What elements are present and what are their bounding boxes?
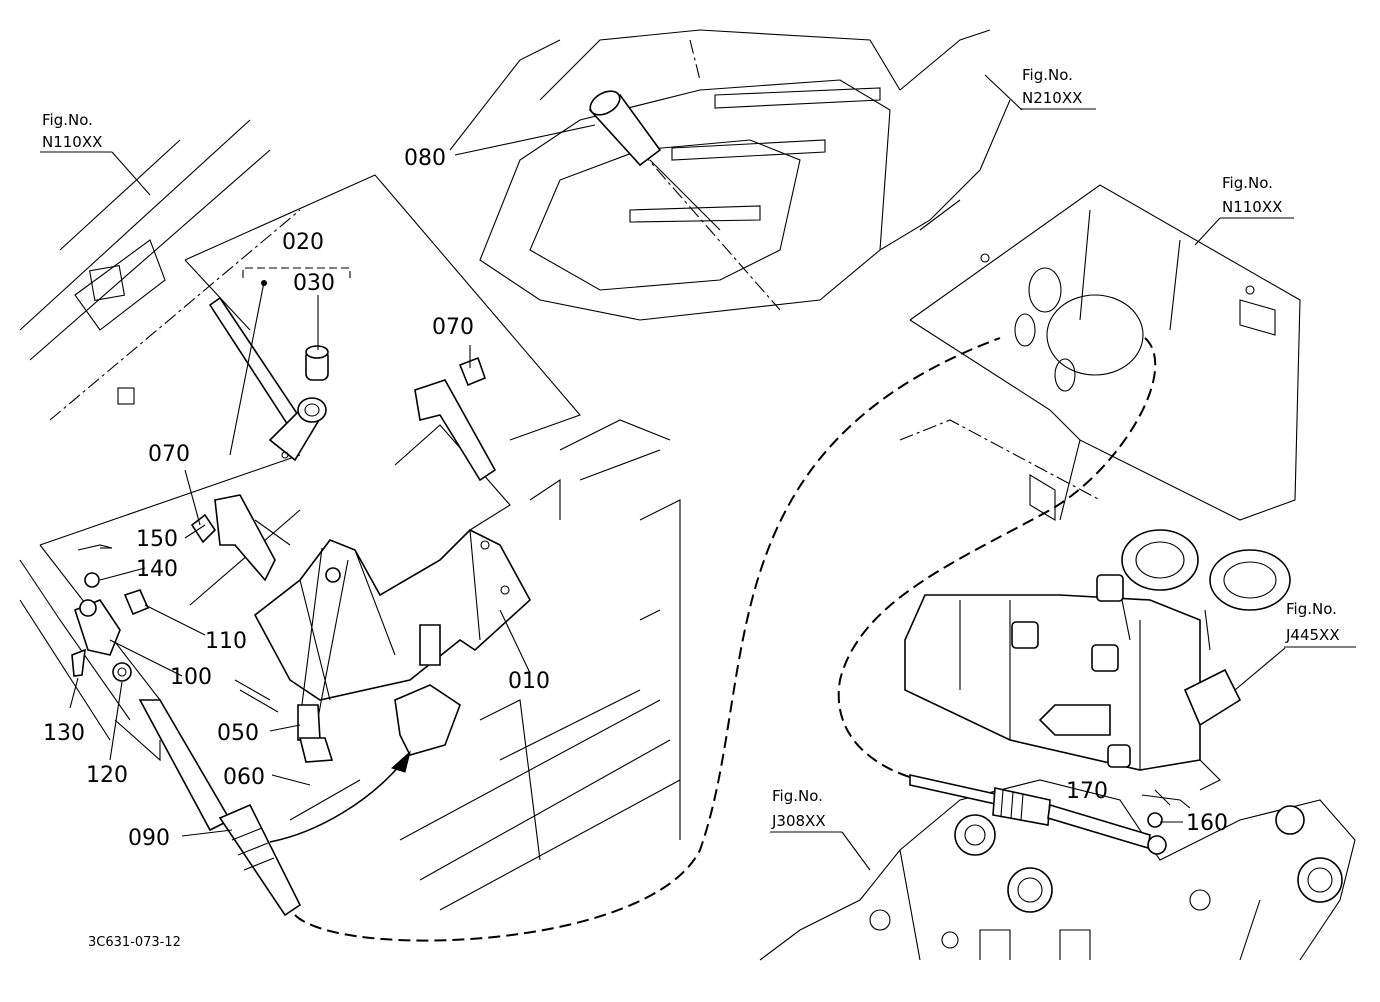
part-number-140: 140 [136, 557, 178, 582]
part-number-120: 120 [86, 763, 128, 788]
part-number-130: 130 [43, 721, 85, 746]
fig-ref-code: J308XX [771, 812, 826, 830]
fig-ref-label: Fig.No. [1286, 600, 1337, 618]
shift-cable-route [294, 337, 1157, 942]
fig-ref-n110xx-left: Fig.No. N110XX [40, 111, 112, 153]
leader-lines [69, 74, 1286, 871]
part-number-110: 110 [205, 629, 247, 654]
part-number-010: 010 [508, 669, 550, 694]
part-number-170: 170 [1066, 779, 1108, 804]
diagram-code: 3C631-073-12 [88, 935, 181, 950]
fig-ref-j445xx: Fig.No. J445XX [1284, 600, 1356, 648]
pump-body [759, 779, 1356, 961]
fig-ref-label: Fig.No. [1022, 66, 1073, 84]
part-number-070-upper: 070 [432, 315, 474, 340]
part-number-100: 100 [170, 665, 212, 690]
small-bracket-left [123, 494, 276, 616]
small-bracket-right [414, 356, 497, 482]
fig-ref-j308xx: Fig.No. J308XX [770, 787, 842, 833]
rod [297, 547, 349, 763]
main-bracket [253, 529, 532, 756]
motion-arrow [269, 764, 401, 843]
part-number-090: 090 [128, 826, 170, 851]
fig-ref-label: Fig.No. [772, 787, 823, 805]
shift-knob [588, 90, 721, 231]
cable-end-left [71, 544, 302, 917]
part-number-060: 060 [223, 765, 265, 790]
fig-ref-code: J445XX [1285, 626, 1340, 644]
hydraulic-valve [904, 529, 1291, 791]
part-number-020: 020 [282, 230, 324, 255]
fig-ref-code: N110XX [1222, 198, 1282, 216]
transmission-housing [899, 184, 1301, 521]
group-bracket-dot [261, 280, 267, 286]
fig-ref-label: Fig.No. [42, 111, 93, 129]
shift-lever [208, 296, 329, 462]
part-number-150: 150 [136, 527, 178, 552]
fig-ref-code: N210XX [1022, 89, 1082, 107]
cable-end-right [909, 774, 1191, 855]
part-number-030: 030 [293, 271, 335, 296]
part-number-080: 080 [404, 146, 446, 171]
fig-ref-code: N110XX [42, 133, 102, 151]
fig-ref-n210xx: Fig.No. N210XX [1020, 66, 1096, 110]
part-number-160: 160 [1186, 811, 1228, 836]
chassis-outline [19, 29, 1011, 911]
group-bracket-020-030 [242, 267, 351, 278]
motion-arrow-head [391, 750, 411, 773]
fig-ref-n110xx-right: Fig.No. N110XX [1220, 174, 1294, 219]
fig-ref-label: Fig.No. [1222, 174, 1273, 192]
part-callouts: 010 020 030 050 060 070 070 080 090 100 … [43, 146, 1228, 851]
part-number-070-lower: 070 [148, 442, 190, 467]
part-number-050: 050 [217, 721, 259, 746]
